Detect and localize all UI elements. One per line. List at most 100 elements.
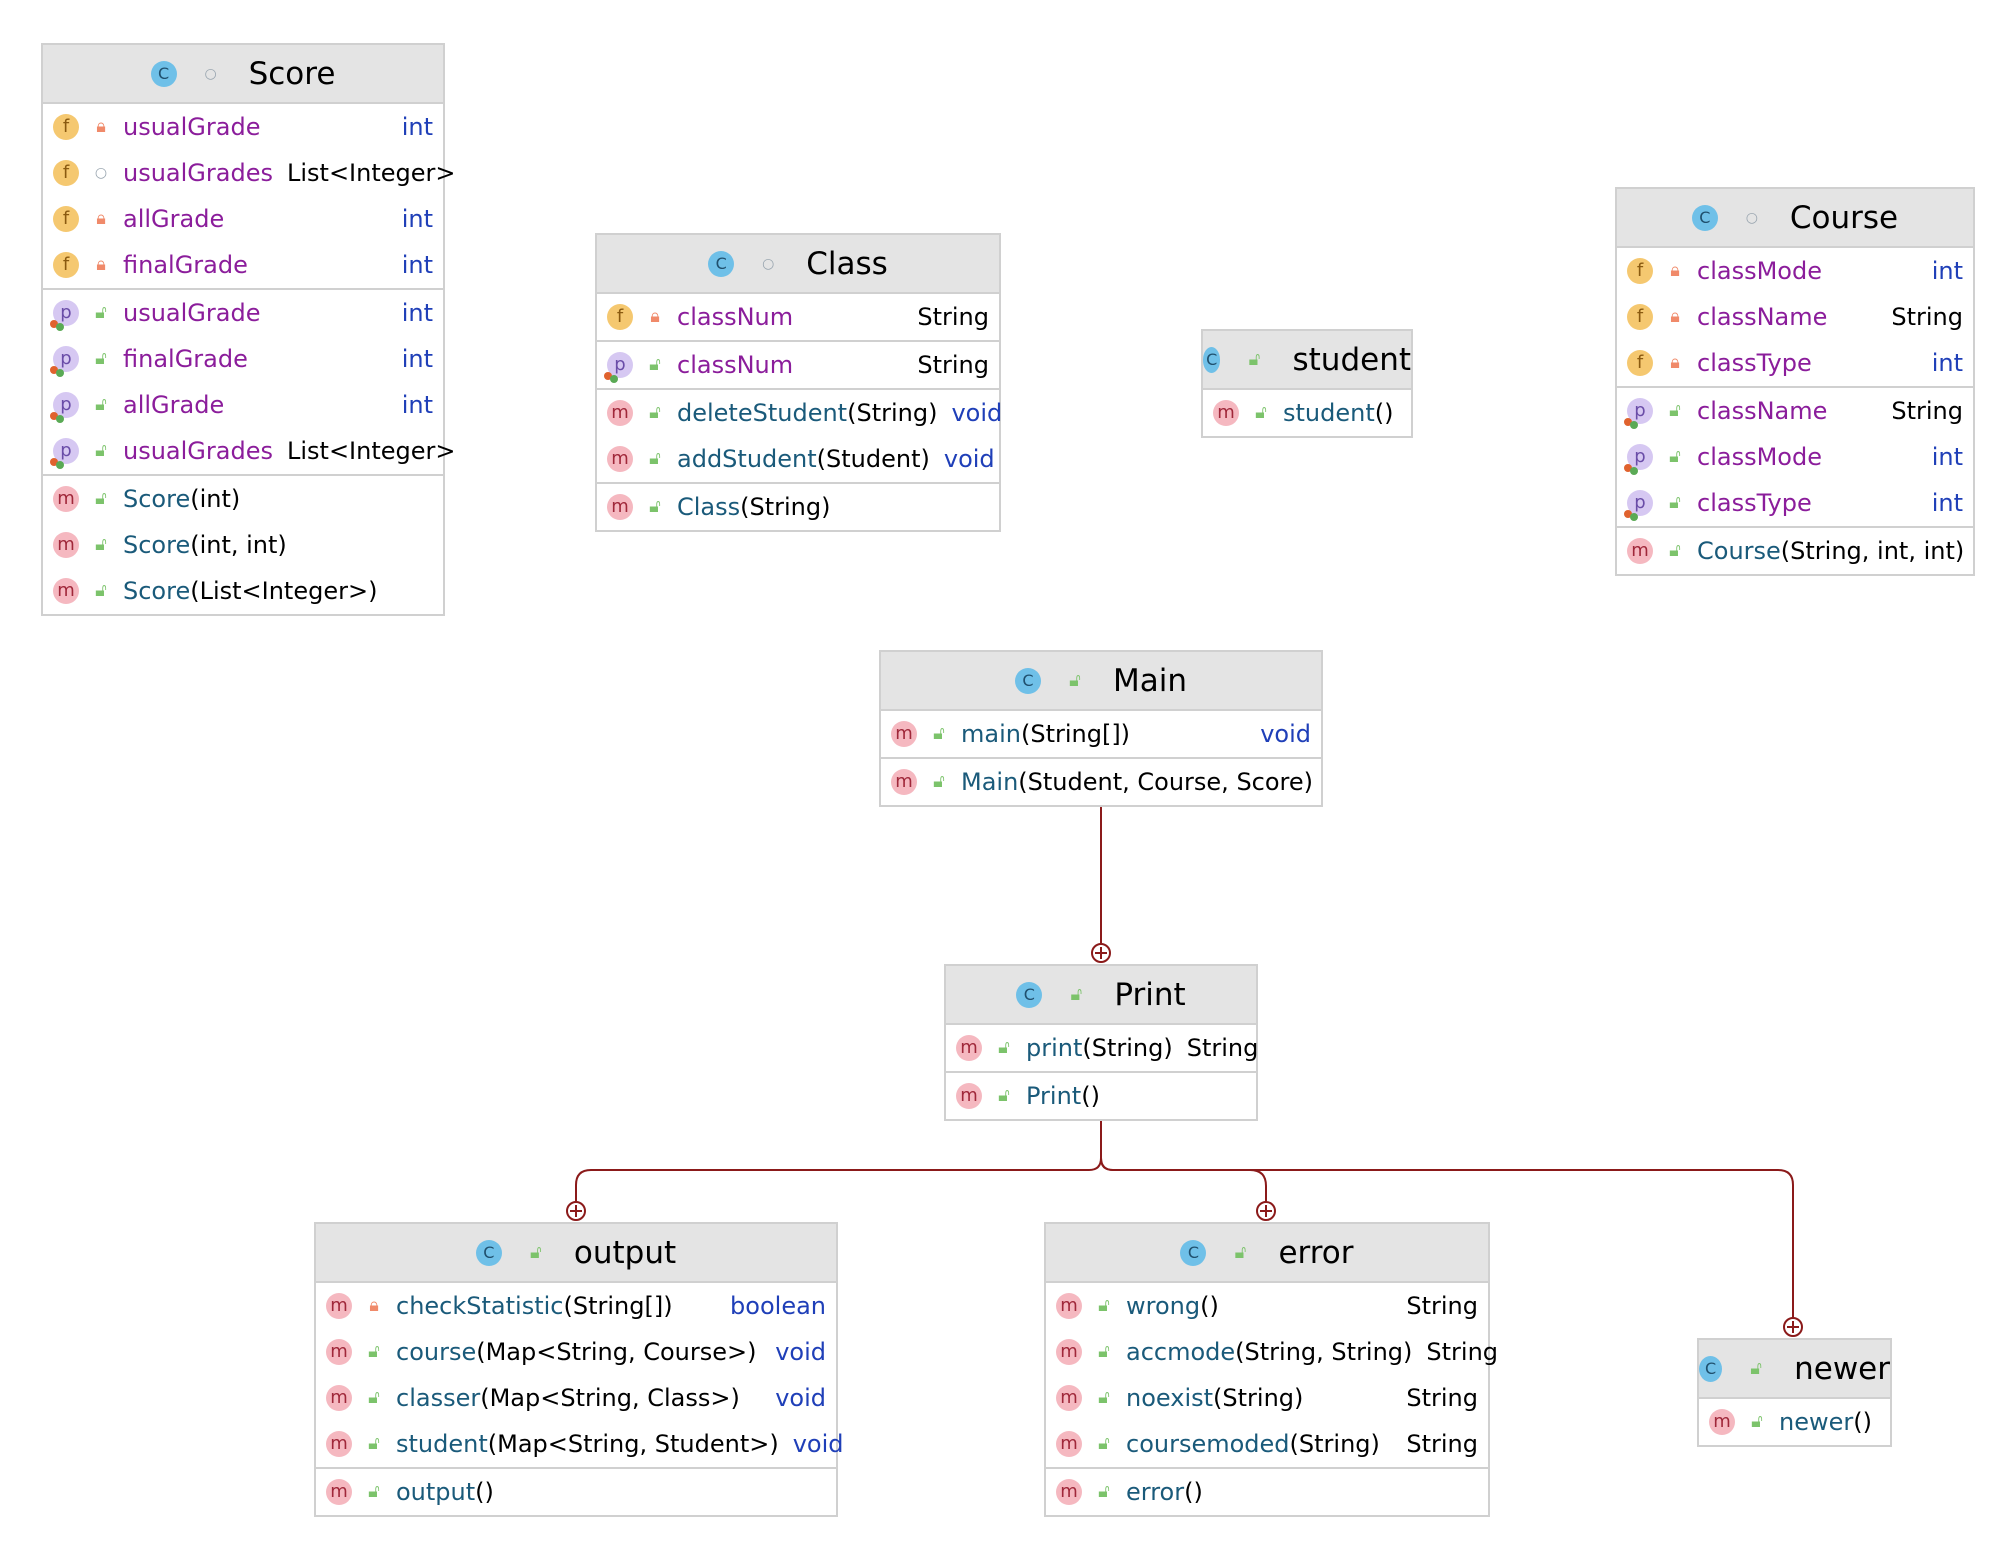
property-name: className — [1697, 397, 1828, 425]
property-icon: p — [50, 346, 79, 377]
class-newer[interactable]: C 🔓︎ newer m🔓︎newer() — [1697, 1338, 1892, 1447]
nested-marker-newer — [1783, 1317, 1803, 1337]
field-name: usualGrades — [123, 159, 273, 187]
public-unlock-icon: 🔓︎ — [1751, 1411, 1763, 1432]
field-icon: f — [1627, 350, 1653, 376]
method-icon: m — [1056, 1293, 1082, 1319]
class-header: C 🔓︎ Main — [881, 652, 1321, 711]
constructor-name: Class(String) — [677, 493, 831, 521]
method-row[interactable]: m🔓︎course(Map<String, Course>)void — [316, 1329, 836, 1375]
constructor-row[interactable]: m🔓︎Class(String) — [597, 484, 999, 530]
property-type: String — [917, 351, 989, 379]
private-lock-icon: 🔒︎ — [96, 208, 106, 229]
method-row[interactable]: m🔓︎main(String[])void — [881, 711, 1321, 757]
method-icon: m — [1709, 1409, 1735, 1435]
method-row[interactable]: m🔒︎checkStatistic(String[])boolean — [316, 1283, 836, 1329]
public-unlock-icon: 🔓︎ — [1098, 1387, 1110, 1408]
method-name: addStudent(Student) — [677, 445, 930, 473]
method-return-type: String — [1426, 1338, 1499, 1366]
property-type: int — [401, 345, 433, 373]
method-row[interactable]: m🔓︎classer(Map<String, Class>)void — [316, 1375, 836, 1421]
field-icon: f — [1627, 304, 1653, 330]
public-unlock-icon: 🔓︎ — [1248, 348, 1261, 370]
method-name: coursemoded(String) — [1126, 1430, 1380, 1458]
constructor-row[interactable]: m🔓︎newer() — [1699, 1399, 1890, 1445]
class-student[interactable]: C 🔓︎ student m🔓︎student() — [1201, 329, 1413, 438]
constructor-row[interactable]: m🔓︎Score(int, int) — [43, 522, 443, 568]
public-unlock-icon: 🔓︎ — [998, 1085, 1010, 1106]
nested-marker-error — [1256, 1201, 1276, 1221]
field-type: int — [401, 205, 433, 233]
method-row[interactable]: m🔓︎student(Map<String, Student>)void — [316, 1421, 844, 1467]
constructor-name: Main(Student, Course, Score) — [961, 768, 1314, 796]
field-type: String — [917, 303, 989, 331]
constructor-row[interactable]: m🔓︎Print() — [946, 1073, 1256, 1119]
property-type: String — [1891, 397, 1963, 425]
public-unlock-icon: 🔓︎ — [95, 394, 107, 415]
public-unlock-icon: 🔓︎ — [1669, 492, 1681, 513]
constructor-row[interactable]: m🔓︎Course(String, int, int) — [1617, 528, 1973, 574]
method-icon: m — [53, 486, 79, 512]
public-unlock-icon: 🔓︎ — [530, 1241, 542, 1263]
field-icon: f — [53, 252, 79, 278]
constructors-section: m🔓︎Course(String, int, int) — [1617, 528, 1973, 574]
class-output[interactable]: C 🔓︎ output m🔒︎checkStatistic(String[])b… — [314, 1222, 844, 1517]
method-row[interactable]: m🔓︎coursemoded(String)String — [1046, 1421, 1488, 1467]
constructor-row[interactable]: m🔓︎Main(Student, Course, Score) — [881, 759, 1321, 805]
constructor-row[interactable]: m🔓︎error() — [1046, 1469, 1488, 1515]
public-unlock-icon: 🔓︎ — [1070, 983, 1083, 1005]
method-row[interactable]: m🔓︎wrong()String — [1046, 1283, 1488, 1329]
method-row[interactable]: m🔓︎print(String)String — [946, 1025, 1258, 1071]
public-unlock-icon: 🔓︎ — [1098, 1433, 1110, 1454]
public-unlock-icon: 🔓︎ — [95, 488, 107, 509]
constructor-row[interactable]: m🔓︎Score(int) — [43, 476, 443, 522]
public-unlock-icon: 🔓︎ — [95, 440, 107, 461]
public-unlock-icon: 🔓︎ — [1098, 1341, 1110, 1362]
property-icon: p — [1624, 444, 1653, 475]
constructors-section: m🔓︎output() — [316, 1469, 836, 1515]
method-row[interactable]: m🔓︎deleteStudent(String)void — [597, 390, 1002, 436]
class-header: C 🔓︎ Print — [946, 966, 1256, 1025]
constructor-row[interactable]: m🔓︎output() — [316, 1469, 836, 1515]
method-return-type: void — [943, 445, 995, 473]
method-row[interactable]: m🔓︎noexist(String)String — [1046, 1375, 1488, 1421]
class-print[interactable]: C 🔓︎ Print m🔓︎print(String)String m🔓︎Pri… — [944, 964, 1258, 1121]
package-visibility-icon: ○ — [1745, 209, 1758, 226]
field-name: allGrade — [123, 205, 225, 233]
field-icon: f — [1627, 258, 1653, 284]
method-return-type: void — [792, 1430, 844, 1458]
public-unlock-icon: 🔓︎ — [1098, 1481, 1110, 1502]
class-error[interactable]: C 🔓︎ error m🔓︎wrong()String m🔓︎accmode(S… — [1044, 1222, 1498, 1517]
class-main[interactable]: C 🔓︎ Main m🔓︎main(String[])void m🔓︎Main(… — [879, 650, 1323, 807]
edge-print-error — [1100, 1157, 1267, 1211]
method-row[interactable]: m🔓︎accmode(String, String)String — [1046, 1329, 1498, 1375]
property-name: usualGrades — [123, 437, 273, 465]
method-row[interactable]: m🔓︎addStudent(Student)void — [597, 436, 999, 482]
constructor-row[interactable]: m🔓︎Score(List<Integer>) — [43, 568, 443, 614]
class-icon: C — [708, 250, 735, 277]
constructor-row[interactable]: m🔓︎student() — [1203, 390, 1411, 436]
constructor-name: Score(int, int) — [123, 531, 287, 559]
private-lock-icon: 🔒︎ — [96, 254, 106, 275]
method-return-type: String — [1406, 1384, 1478, 1412]
public-unlock-icon: 🔓︎ — [933, 771, 945, 792]
